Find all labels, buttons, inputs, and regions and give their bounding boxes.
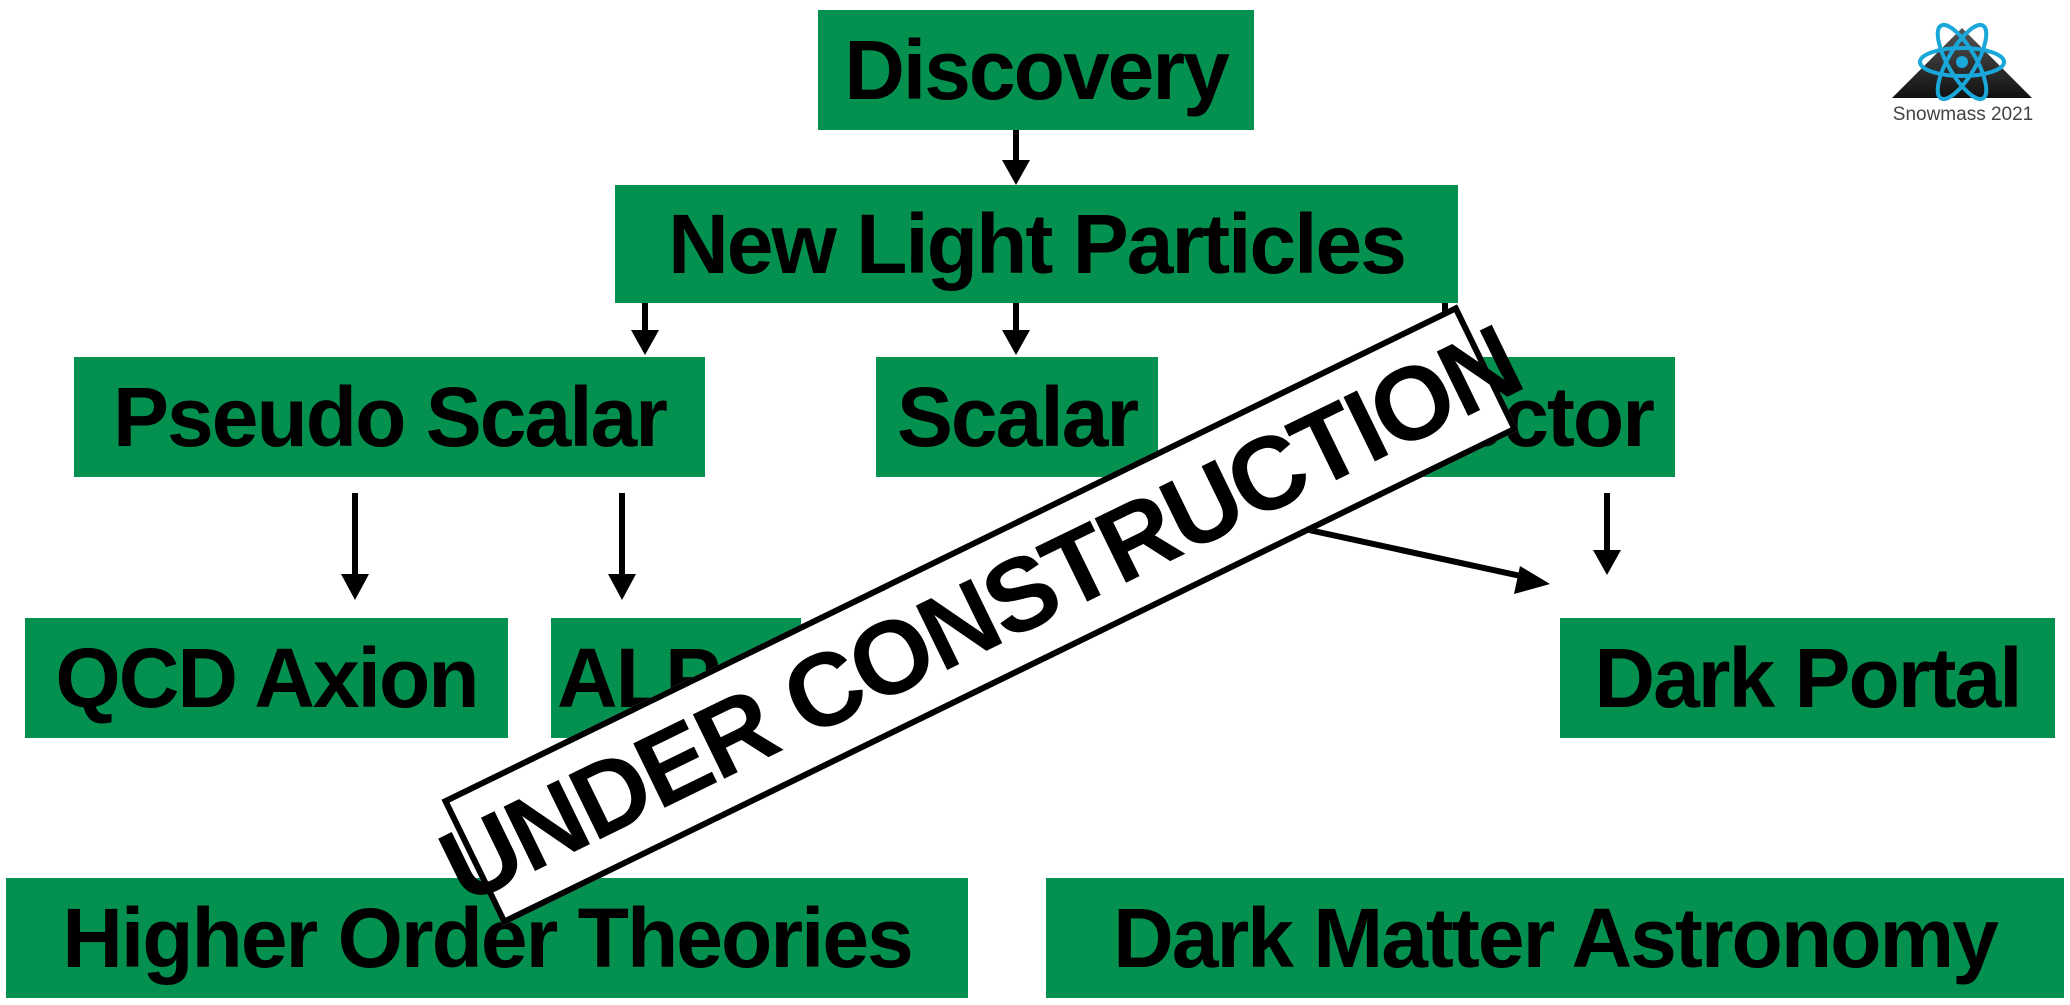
node-label: QCD Axion (55, 630, 479, 725)
node-pseudo-scalar: Pseudo Scalar (74, 357, 705, 477)
node-label: Dark Matter Astronomy (1113, 890, 1999, 985)
logo-label: Snowmass 2021 (1892, 104, 2034, 125)
arrowhead (1514, 566, 1550, 594)
arrowhead (1593, 550, 1621, 575)
node-new-light-particles: New Light Particles (615, 185, 1458, 303)
node-label: Scalar (896, 369, 1139, 464)
node-dark-matter-astronomy: Dark Matter Astronomy (1046, 878, 2064, 998)
arrowhead (608, 574, 636, 600)
node-label: New Light Particles (668, 196, 1407, 291)
node-label: Higher Order Theories (62, 890, 914, 985)
atom-mountain-logo (1892, 22, 2032, 102)
node-label: Dark Portal (1594, 630, 2022, 725)
node-dark-portal: Dark Portal (1560, 618, 2055, 738)
arrowhead (631, 330, 659, 355)
arrowhead (1002, 330, 1030, 355)
arrowhead (341, 574, 369, 600)
node-discovery: Discovery (818, 10, 1254, 130)
node-label: Discovery (844, 22, 1230, 117)
node-label: Pseudo Scalar (113, 369, 668, 464)
node-qcd-axion: QCD Axion (25, 618, 508, 738)
node-higher-order-theories: Higher Order Theories (6, 878, 968, 998)
arrowhead (1002, 160, 1030, 185)
node-scalar: Scalar (876, 357, 1158, 477)
